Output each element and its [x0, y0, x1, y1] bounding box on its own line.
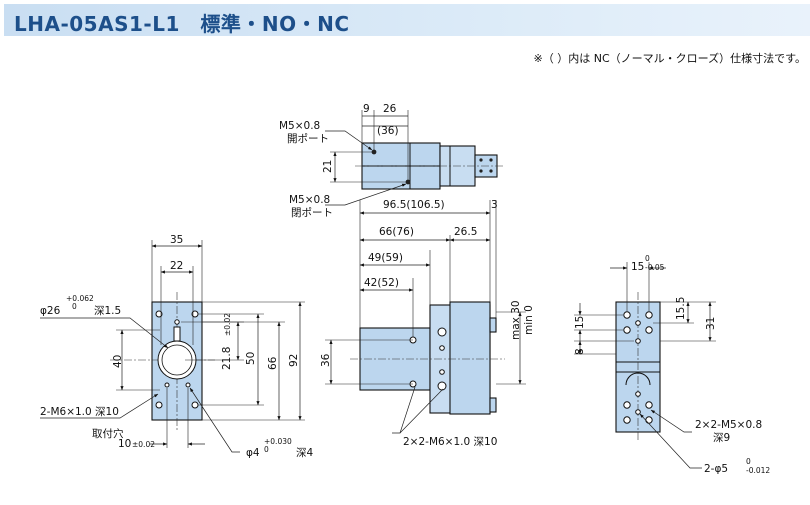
close-port-label: 閉ポート — [291, 207, 333, 219]
jaw-tap-depth: 深9 — [713, 432, 730, 444]
dim-36: (36) — [377, 125, 399, 137]
bore-depth: 深1.5 — [94, 305, 121, 317]
dim-21-8-tol: ±0.02 — [223, 313, 232, 336]
pin-tol-high: +0.030 — [264, 437, 292, 446]
open-port-label: 開ポート — [287, 133, 329, 145]
pin-depth: 深4 — [296, 447, 313, 459]
close-port-thread: M5×0.8 — [289, 194, 330, 206]
open-port-thread: M5×0.8 — [279, 120, 320, 132]
dim-9: 9 — [363, 103, 370, 115]
title-bar: LHA-05AS1-L1 標準・NO・NC — [4, 4, 810, 36]
mount-hole-label: 取付穴 — [92, 427, 124, 440]
dim-min-0: min 0 — [523, 305, 535, 335]
dim-31: 31 — [705, 317, 717, 330]
side-thread-note: 2×2-M6×1.0 深10 — [403, 436, 497, 448]
dim-15-tol-low: -0.05 — [645, 263, 665, 272]
dim-22: 22 — [170, 260, 183, 272]
dim-66: 66 — [267, 356, 279, 370]
dim-36: 36 — [320, 353, 332, 367]
top-view: M5×0.8 開ポート M5×0.8 閉ポート 9 26 (36) 21 — [279, 103, 505, 219]
jaw-pin-note: 2-φ5 — [704, 463, 728, 475]
dim-50: 50 — [245, 352, 257, 365]
dim-15-top: 15 — [631, 261, 644, 273]
dim-10-tol: ±0.02 — [132, 440, 155, 449]
dim-21-8: 21.8 — [221, 347, 233, 370]
dim-3: 3 — [491, 199, 498, 211]
dim-10: 10 — [118, 438, 131, 450]
jaw-view: 15 0 -0.05 15.5 31 15 8 2×2-M5×0.8 深9 2-… — [574, 254, 770, 475]
dim-21: 21 — [322, 160, 334, 173]
pin-tol-low: 0 — [264, 445, 269, 454]
dim-40: 40 — [112, 355, 124, 368]
jaw-pin-tol-high: 0 — [746, 457, 751, 466]
front-view: 35 22 φ26 +0.062 0 深1.5 40 21.8 ±0.02 50… — [40, 234, 313, 459]
dim-42: 42(52) — [364, 277, 399, 289]
dim-49: 49(59) — [368, 252, 403, 264]
nc-note: ※（ ）内は NC（ノーマル・クローズ）仕様寸法です。 — [533, 52, 806, 65]
jaw-tap-note: 2×2-M5×0.8 — [695, 419, 762, 431]
dim-8: 8 — [574, 348, 586, 355]
jaw-pin-tol-low: -0.012 — [746, 466, 770, 475]
dim-92: 92 — [288, 354, 300, 367]
dim-15-5: 15.5 — [675, 297, 687, 320]
bore-tol-low: 0 — [72, 302, 77, 311]
pin-dia: φ4 — [246, 447, 260, 459]
dim-26-5: 26.5 — [454, 226, 477, 238]
dim-96-5: 96.5(106.5) — [383, 199, 445, 211]
dim-26: 26 — [383, 103, 397, 115]
side-view: 96.5(106.5) 3 66(76) 26.5 49(59) 42(52) … — [320, 199, 535, 448]
bore-dia: φ26 — [40, 305, 61, 317]
dim-35: 35 — [170, 234, 183, 246]
dim-15-tol-high: 0 — [645, 254, 650, 263]
tap-note: 2-M6×1.0 深10 — [40, 406, 119, 418]
dim-15-side: 15 — [574, 316, 586, 329]
page-title: LHA-05AS1-L1 標準・NO・NC — [14, 12, 350, 36]
dim-max-30: max 30 — [510, 300, 522, 340]
dim-66: 66(76) — [379, 226, 414, 238]
bore-tol-high: +0.062 — [66, 294, 94, 303]
